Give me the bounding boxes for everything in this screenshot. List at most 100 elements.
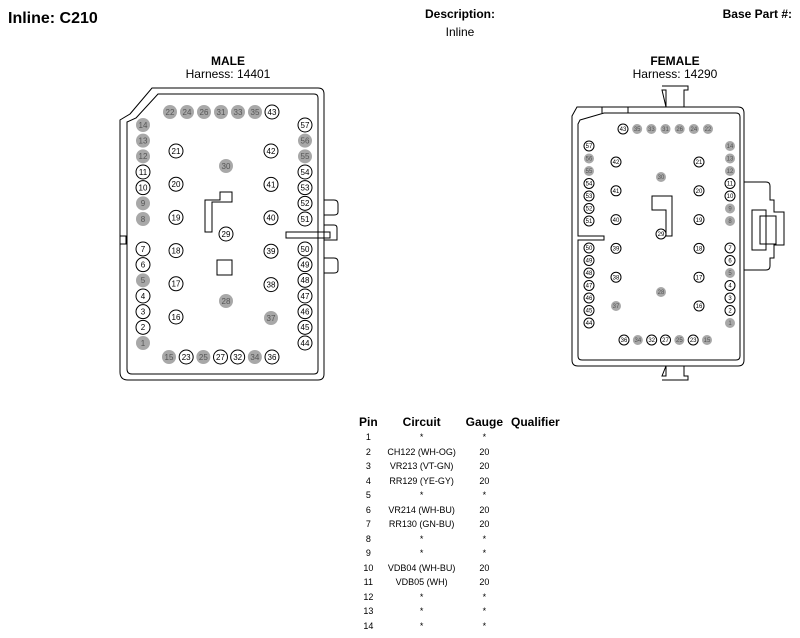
male-pin-circle xyxy=(297,164,313,180)
table-row: 9** xyxy=(355,546,564,561)
pin-number-cell: 12 xyxy=(363,591,374,602)
female-pin-circle xyxy=(584,166,594,176)
male-pin-circle xyxy=(264,349,280,365)
female-pin-label: 50 xyxy=(586,246,593,252)
female-pin-label: 24 xyxy=(690,127,697,133)
male-pin-label: 16 xyxy=(172,313,181,322)
pin-number-cell: 1 xyxy=(365,432,371,443)
male-pin-label: 24 xyxy=(183,108,192,117)
female-pin-label: 48 xyxy=(586,271,593,277)
male-pin-label: 10 xyxy=(139,184,148,193)
male-pin-circle xyxy=(263,210,279,226)
female-pin-circle xyxy=(674,124,685,134)
female-pin-circle xyxy=(693,156,705,168)
male-pin-label: 38 xyxy=(267,280,276,289)
circuit-cell: * xyxy=(419,533,424,544)
male-pin-label: 55 xyxy=(301,152,310,161)
male-pin-label: 27 xyxy=(216,353,225,362)
gauge-cell: * xyxy=(482,606,487,617)
male-pin-circle xyxy=(136,273,150,288)
female-pin-label: 36 xyxy=(621,338,628,344)
pin-number-cell: 10 xyxy=(363,562,374,573)
female-pin-circle xyxy=(583,242,595,254)
male-pin-label: 48 xyxy=(301,276,310,285)
pin-number-cell: 14 xyxy=(363,620,374,631)
female-pin-label: 37 xyxy=(613,304,620,310)
table-row: 8** xyxy=(355,532,564,547)
pin-number-cell: 5 xyxy=(365,490,371,501)
female-pin-label: 32 xyxy=(648,338,655,344)
male-pin-circle xyxy=(197,105,211,119)
female-pin-label: 46 xyxy=(586,296,593,302)
qualifier-cell xyxy=(507,561,564,576)
qualifier-cell xyxy=(507,503,564,518)
male-pin-label: 23 xyxy=(182,353,191,362)
circuit-cell: * xyxy=(419,490,424,501)
male-pin-label: 36 xyxy=(268,353,277,362)
male-pin-label: 34 xyxy=(250,353,259,362)
qualifier-cell xyxy=(507,575,564,590)
female-pin-circle xyxy=(583,305,595,316)
male-pin-circle xyxy=(135,257,151,273)
female-pin-label: 16 xyxy=(696,304,703,310)
male-pin-label: 50 xyxy=(301,245,310,254)
male-pin-circle xyxy=(178,349,194,365)
female-pin-label: 26 xyxy=(676,127,683,133)
female-pin-circle xyxy=(693,271,705,283)
male-pin-label: 21 xyxy=(172,147,181,156)
male-pin-circle xyxy=(263,277,279,293)
male-pin-label: 46 xyxy=(301,308,310,317)
male-harness: Harness: 14401 xyxy=(185,67,271,81)
female-pin-label: 47 xyxy=(586,284,593,290)
qualifier-cell xyxy=(507,488,564,503)
female-pin-label: 22 xyxy=(705,127,712,133)
male-pin-label: 5 xyxy=(141,276,146,285)
male-pin-circle xyxy=(135,304,151,320)
female-pin-label: 55 xyxy=(586,169,593,175)
female-pin-circle xyxy=(725,141,735,151)
male-pin-circle xyxy=(219,159,233,173)
female-pin-circle xyxy=(693,300,705,312)
male-pin-label: 8 xyxy=(141,215,146,224)
female-pin-label: 9 xyxy=(728,207,732,213)
female-pin-label: 8 xyxy=(728,219,732,225)
circuit-cell: VDB05 (WH) xyxy=(395,577,448,588)
male-pin-label: 22 xyxy=(166,108,175,117)
qualifier-cell xyxy=(507,619,564,634)
circuit-cell: CH122 (WH-OG) xyxy=(387,446,456,457)
qualifier-cell xyxy=(507,590,564,605)
circuit-cell: VDB04 (WH-BU) xyxy=(387,562,456,573)
female-pin-label: 25 xyxy=(676,338,683,344)
male-pin-circle xyxy=(247,350,262,364)
gauge-cell: * xyxy=(482,591,487,602)
gauge-cell: * xyxy=(482,620,487,631)
female-pin-circle xyxy=(724,242,736,254)
table-row: 5** xyxy=(355,488,564,503)
gauge-cell: 20 xyxy=(479,475,490,486)
male-pin-circle xyxy=(213,349,228,365)
table-row: 1** xyxy=(355,430,564,445)
female-pin-circle xyxy=(725,216,735,226)
female-pin-circle xyxy=(583,292,595,304)
male-pin-label: 1 xyxy=(141,339,146,348)
male-pin-circle xyxy=(298,149,312,164)
female-pin-label: 28 xyxy=(658,290,665,296)
gauge-cell: 20 xyxy=(479,519,490,530)
female-pin-label: 44 xyxy=(586,321,593,327)
male-pin-circle xyxy=(196,350,211,364)
circuit-header: Circuit xyxy=(402,415,441,429)
female-connector-outline xyxy=(571,85,785,381)
female-pin-label: 7 xyxy=(728,246,732,252)
female-pin-circle xyxy=(702,335,712,345)
pin-number-cell: 3 xyxy=(365,461,371,472)
female-pin-circle xyxy=(584,153,594,164)
male-pin-label: 33 xyxy=(234,108,243,117)
pin-number-cell: 7 xyxy=(365,519,371,530)
female-pin-label: 13 xyxy=(727,157,734,163)
female-pin-label: 33 xyxy=(648,127,655,133)
male-pin-circle xyxy=(162,350,176,364)
male-pin-label: 29 xyxy=(222,230,231,239)
male-pin-circle xyxy=(168,143,184,159)
